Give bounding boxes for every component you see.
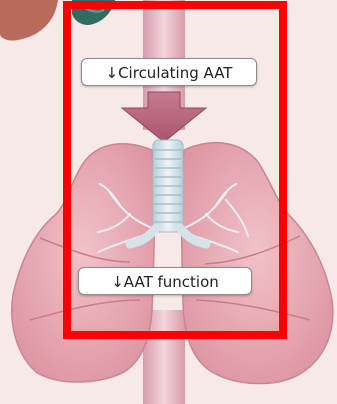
circulating-aat-label: ↓Circulating AAT: [81, 58, 257, 86]
aat-function-label: ↓AAT function: [78, 267, 252, 295]
down-arrow-icon: [122, 92, 206, 142]
